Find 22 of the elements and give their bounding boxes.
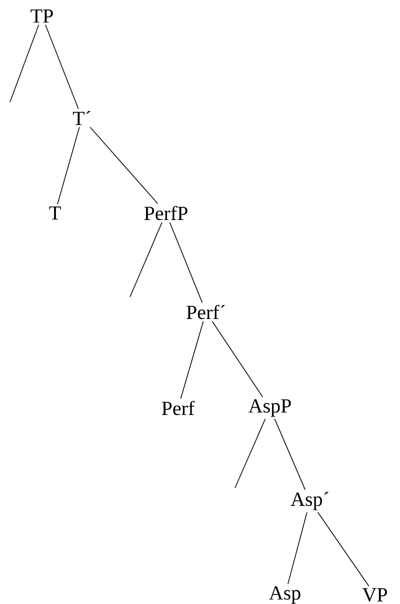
branch-line: [169, 222, 203, 304]
tree-label: TP: [30, 9, 53, 23]
branch-line: [130, 222, 162, 298]
tree-label: VP: [362, 588, 387, 602]
branch-line: [317, 512, 370, 586]
tree-label: Perf: [162, 400, 195, 416]
branch-line: [212, 320, 264, 398]
tree-label: Perf´: [186, 304, 225, 320]
tree-label: Asp´: [290, 492, 328, 510]
branch-line: [45, 24, 79, 110]
branch-line: [288, 512, 308, 584]
branch-line: [10, 24, 40, 102]
tree-label: T´: [72, 111, 90, 125]
branch-line: [234, 418, 266, 488]
tree-label: T: [49, 206, 61, 220]
tree-label: AspP: [248, 399, 291, 417]
tree-label: PerfP: [144, 206, 188, 220]
branch-line: [274, 418, 306, 490]
branch-line: [180, 320, 204, 400]
branch-line: [90, 126, 158, 204]
branch-line: [57, 126, 80, 205]
tree-label: Asp: [269, 586, 300, 604]
